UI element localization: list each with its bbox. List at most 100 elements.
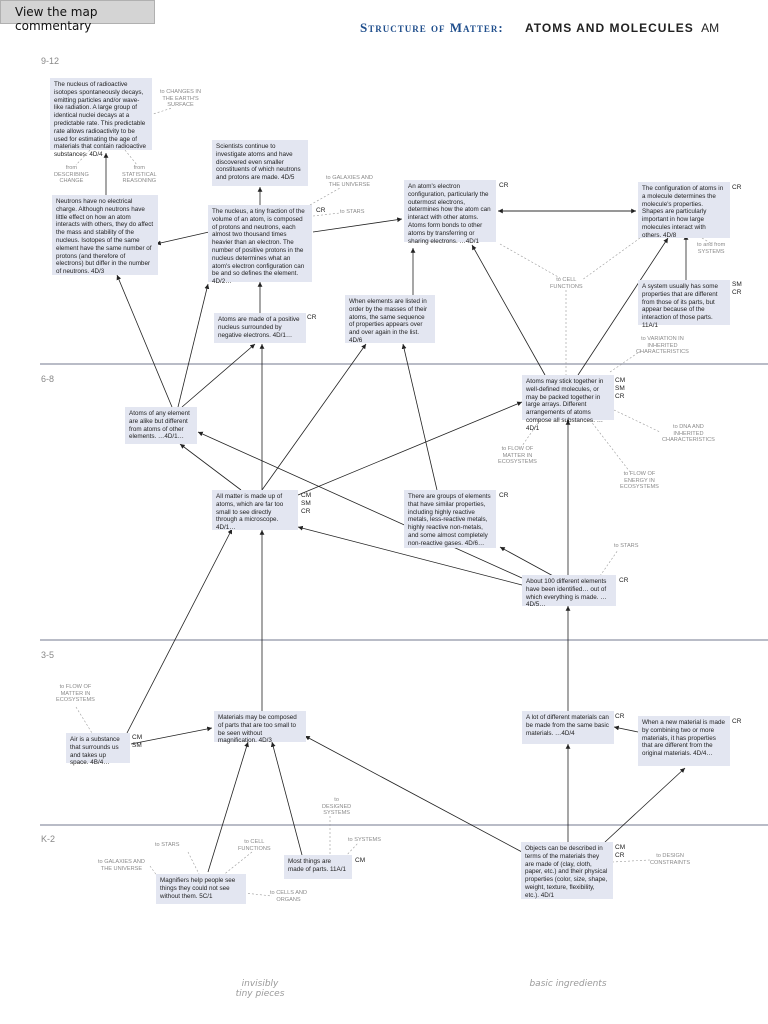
- band-divider: [40, 639, 768, 641]
- footer-left-label: invisibly tiny pieces: [235, 979, 285, 999]
- title-code: AM: [701, 21, 720, 35]
- strand-code: CM: [355, 857, 366, 864]
- strand-code: CM SM CR: [615, 377, 626, 400]
- ref-label[interactable]: to GALAXIES AND THE UNIVERSE: [326, 175, 373, 188]
- idea-box-molecule-configuration[interactable]: The configuration of atoms in a molecule…: [638, 182, 730, 239]
- link-arrow: [471, 244, 546, 376]
- dashed-link: [149, 865, 161, 881]
- ref-label[interactable]: to CELLS AND ORGANS: [270, 890, 307, 903]
- idea-box-new-material[interactable]: When a new material is made by combining…: [638, 716, 730, 766]
- ref-label[interactable]: to CHANGES IN THE EARTH'S SURFACE: [160, 89, 202, 109]
- grade-band-6-8: 6-8: [41, 374, 55, 384]
- view-map-commentary-button[interactable]: View the map commentary: [0, 0, 155, 33]
- link-arrow: [604, 767, 686, 843]
- link-arrow: [297, 401, 523, 496]
- dashed-link: [149, 107, 173, 116]
- link-arrow: [179, 443, 242, 491]
- dashed-link: [499, 243, 561, 279]
- link-arrow: [197, 431, 523, 579]
- dashed-link: [589, 419, 631, 473]
- dashed-link: [344, 842, 359, 858]
- ref-label[interactable]: to STARS: [614, 543, 639, 549]
- idea-box-most-things-parts[interactable]: Most things are made of parts. 11A/1: [284, 855, 352, 879]
- dashed-link: [221, 851, 253, 877]
- dashed-link: [312, 212, 341, 217]
- idea-box-air-substance[interactable]: Air is a substance that surrounds us and…: [66, 733, 130, 766]
- idea-box-tiny-parts[interactable]: Materials may be composed of parts that …: [214, 711, 306, 744]
- idea-box-system-properties[interactable]: A system usually has some properties tha…: [638, 280, 730, 329]
- ref-label[interactable]: to DNA AND INHERITED CHARACTERISTICS: [662, 424, 715, 444]
- strand-code: CM CR: [615, 844, 626, 859]
- ref-label[interactable]: to VARIATION IN INHERITED CHARACTERISTIC…: [636, 336, 689, 356]
- dashed-link: [243, 892, 273, 897]
- dashed-link: [701, 237, 713, 245]
- ref-label[interactable]: to STARS: [155, 842, 180, 848]
- idea-box-100-elements[interactable]: About 100 different elements have been i…: [522, 575, 616, 608]
- link-arrow: [304, 735, 523, 853]
- link-arrow: [577, 237, 669, 376]
- ref-label[interactable]: to GALAXIES AND THE UNIVERSE: [98, 859, 145, 872]
- band-divider: [40, 363, 768, 365]
- ref-label[interactable]: to DESIGNED SYSTEMS: [322, 797, 352, 817]
- idea-box-smaller-constituents[interactable]: Scientists continue to investigate atoms…: [212, 140, 308, 186]
- strand-code: CR: [307, 314, 317, 321]
- ref-label[interactable]: to FLOW OF MATTER IN ECOSYSTEMS: [56, 684, 95, 704]
- dashed-link: [611, 859, 651, 863]
- link-arrow: [207, 741, 249, 873]
- dashed-link: [609, 349, 643, 373]
- dashed-link: [75, 149, 91, 166]
- dashed-link: [521, 419, 541, 447]
- link-arrow: [297, 525, 523, 586]
- idea-box-same-basic-materials[interactable]: A lot of different materials can be made…: [522, 711, 614, 744]
- dashed-link: [613, 409, 661, 433]
- link-arrow: [613, 725, 639, 733]
- strand-code: CR: [316, 207, 326, 214]
- idea-box-element-groups[interactable]: There are groups of elements that have s…: [404, 490, 496, 548]
- ref-label[interactable]: to STARS: [340, 209, 365, 215]
- dashed-link: [581, 237, 641, 281]
- dashed-link: [599, 549, 619, 577]
- strand-code: CR: [732, 718, 742, 725]
- ref-label[interactable]: from STATISTICAL REASONING: [122, 165, 157, 185]
- ref-label[interactable]: to DESIGN CONSTRAINTS: [650, 853, 691, 866]
- link-arrow: [126, 528, 233, 734]
- link-arrow: [261, 343, 367, 491]
- ref-label[interactable]: from DESCRIBING CHANGE: [54, 165, 89, 185]
- idea-box-magnifiers[interactable]: Magnifiers help people see things they c…: [156, 874, 246, 904]
- idea-box-positive-nucleus[interactable]: Atoms are made of a positive nucleus sur…: [214, 313, 306, 343]
- ref-label[interactable]: to and from SYSTEMS: [697, 242, 726, 255]
- link-arrow: [155, 231, 210, 246]
- idea-box-atoms-stick-together[interactable]: Atoms may stick together in well-defined…: [522, 375, 614, 432]
- footer-right-label: basic ingredients: [529, 979, 607, 989]
- idea-box-neutrons[interactable]: Neutrons have no electrical charge. Alth…: [52, 195, 158, 275]
- grade-band-3-5: 3-5: [41, 650, 55, 660]
- strand-code: CR: [499, 492, 509, 499]
- strand-code: CR: [619, 577, 629, 584]
- grade-band-k-2: K-2: [41, 834, 56, 844]
- idea-box-radioactive-decay[interactable]: The nucleus of radioactive isotopes spon…: [50, 78, 152, 158]
- idea-box-atoms-of-element-alike[interactable]: Atoms of any element are alike but diffe…: [125, 407, 197, 444]
- idea-box-nucleus[interactable]: The nucleus, a tiny fraction of the volu…: [208, 205, 312, 285]
- strand-code: CM SM CR: [301, 492, 312, 515]
- ref-label[interactable]: to CELL FUNCTIONS: [238, 839, 271, 852]
- idea-box-periodic-properties[interactable]: When elements are listed in order by the…: [345, 295, 435, 344]
- ref-label[interactable]: to FLOW OF ENERGY IN ECOSYSTEMS: [620, 471, 659, 491]
- page-title: Structure of Matter: ATOMS AND MOLECULES…: [360, 20, 768, 36]
- strand-code: CR: [732, 184, 742, 191]
- link-arrow: [270, 741, 303, 856]
- strand-code: CM SM: [132, 734, 143, 749]
- title-topic: Structure of Matter:: [360, 20, 504, 35]
- idea-box-describe-objects[interactable]: Objects can be described in terms of the…: [521, 842, 613, 899]
- ref-label[interactable]: to SYSTEMS: [348, 837, 381, 843]
- ref-label[interactable]: to FLOW OF MATTER IN ECOSYSTEMS: [498, 446, 537, 466]
- link-arrow: [116, 274, 173, 408]
- idea-box-electron-configuration[interactable]: An atom's electron configuration, partic…: [404, 180, 496, 245]
- idea-box-all-matter-atoms[interactable]: All matter is made up of atoms, which ar…: [212, 490, 298, 531]
- ref-label[interactable]: to CELL FUNCTIONS: [550, 277, 583, 290]
- link-arrow: [177, 283, 210, 408]
- grade-band-9-12: 9-12: [41, 56, 60, 66]
- dashed-link: [309, 187, 341, 206]
- strand-code: SM CR: [732, 281, 742, 296]
- link-arrow: [181, 343, 256, 408]
